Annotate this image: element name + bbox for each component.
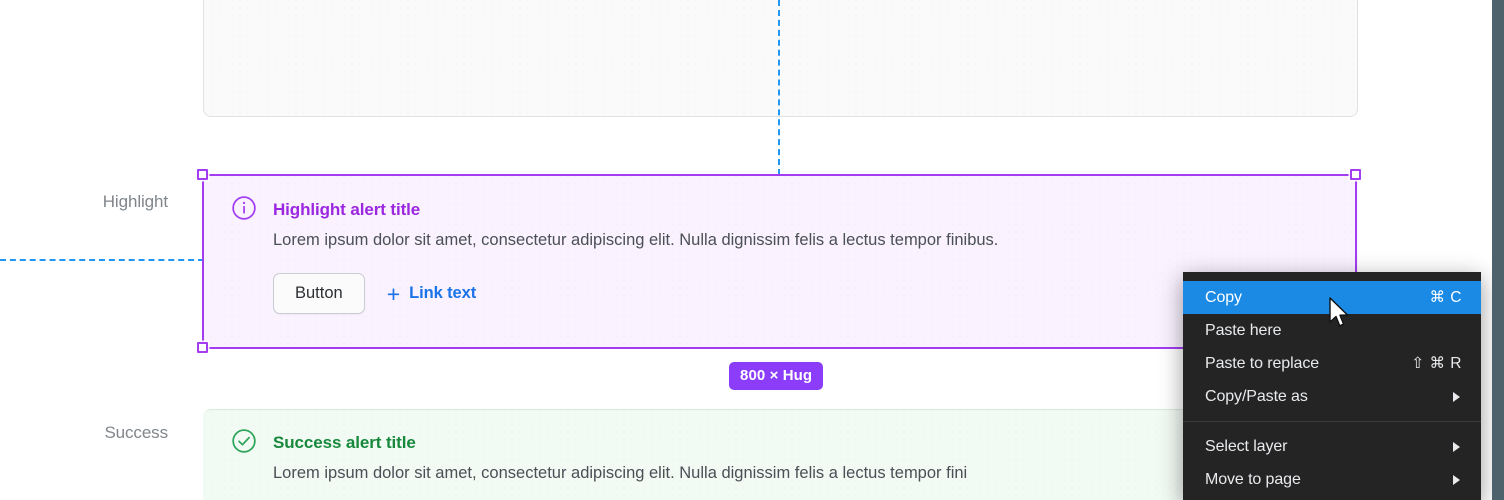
vertical-smart-guide — [778, 0, 780, 175]
alert-title: Highlight alert title — [273, 200, 421, 219]
alert-header: Success alert title — [231, 428, 1330, 456]
alert-card-success[interactable]: Success alert title Lorem ipsum dolor si… — [203, 409, 1358, 500]
selection-edge-bottom — [203, 347, 1356, 349]
alert-header: Highlight alert title — [231, 195, 1330, 223]
menu-item-paste-here[interactable]: Paste here — [1183, 314, 1481, 347]
menu-item-copy-paste-as[interactable]: Copy/Paste as — [1183, 380, 1481, 413]
info-circle-icon — [231, 195, 257, 221]
alert-content: Success alert title Lorem ipsum dolor si… — [203, 410, 1358, 500]
menu-item-select-layer[interactable]: Select layer — [1183, 430, 1481, 463]
menu-item-label: Select layer — [1205, 437, 1288, 455]
alert-card-highlight[interactable]: Highlight alert title Lorem ipsum dolor … — [203, 175, 1358, 348]
alert-body-text: Lorem ipsum dolor sit amet, consectetur … — [273, 231, 999, 249]
check-circle-icon — [231, 428, 257, 454]
selection-size-badge: 800 × Hug — [729, 362, 824, 390]
horizontal-smart-guide — [0, 259, 204, 261]
alert-link-label: Link text — [409, 284, 477, 302]
selection-edge-left — [202, 174, 204, 349]
resize-handle-top-left[interactable] — [197, 169, 208, 180]
alert-link[interactable]: + Link text — [386, 280, 477, 307]
menu-item-label: Paste here — [1205, 321, 1282, 339]
row-label-success: Success — [104, 423, 168, 442]
chevron-right-icon — [1453, 474, 1460, 485]
menu-item-shortcut: ⌘ C — [1429, 289, 1462, 306]
menu-item-label: Move to page — [1205, 470, 1301, 488]
selection-edge-top — [203, 174, 1356, 176]
selection-edge-right — [1355, 174, 1357, 349]
menu-item-shortcut: ⇧ ⌘ R — [1411, 355, 1462, 372]
menu-item-paste-to-replace[interactable]: Paste to replace ⇧ ⌘ R — [1183, 347, 1481, 380]
menu-separator — [1183, 421, 1481, 422]
alert-button[interactable]: Button — [273, 273, 365, 314]
menu-item-move-to-page[interactable]: Move to page — [1183, 463, 1481, 496]
alert-content: Highlight alert title Lorem ipsum dolor … — [203, 175, 1358, 348]
alert-content: Lorem ipsum dolor sit amet, consectetur … — [204, 0, 1357, 116]
row-label-highlight: Highlight — [102, 192, 168, 211]
menu-item-copy[interactable]: Copy ⌘ C — [1183, 281, 1481, 314]
menu-item-label: Paste to replace — [1205, 354, 1320, 372]
alert-body-text: Lorem ipsum dolor sit amet, consectetur … — [273, 464, 968, 482]
chevron-right-icon — [1453, 441, 1460, 452]
right-panel-edge — [1492, 0, 1504, 500]
plus-icon: + — [386, 280, 401, 307]
chevron-right-icon — [1453, 391, 1460, 402]
alert-title: Success alert title — [273, 433, 416, 452]
menu-item-label: Copy/Paste as — [1205, 387, 1308, 405]
resize-handle-top-right[interactable] — [1350, 169, 1361, 180]
resize-handle-bottom-left[interactable] — [197, 342, 208, 353]
alert-actions: Button + Link text — [273, 273, 1330, 314]
mouse-cursor — [1328, 297, 1350, 329]
menu-item-label: Copy — [1205, 288, 1242, 306]
alert-card-neutral[interactable]: Lorem ipsum dolor sit amet, consectetur … — [203, 0, 1358, 117]
